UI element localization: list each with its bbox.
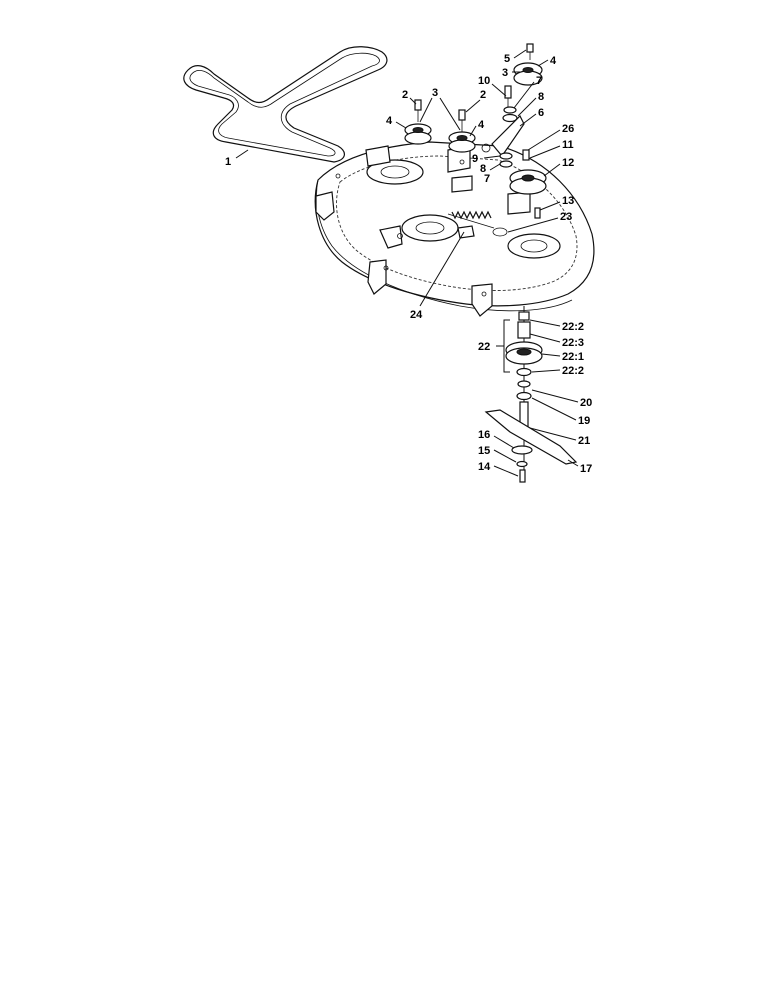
- callout-10: 10: [478, 75, 490, 87]
- callout-8: 8: [538, 91, 544, 103]
- callout-4: 4: [550, 55, 557, 67]
- callout-6: 6: [538, 107, 544, 119]
- callout-2: 2: [402, 89, 408, 101]
- callout-22-1: 22:1: [562, 351, 584, 363]
- callout-23: 23: [560, 211, 572, 223]
- callout-15: 15: [478, 445, 490, 457]
- callout-7: 7: [536, 75, 542, 87]
- drive-belt: [183, 46, 388, 163]
- callout-11: 11: [562, 139, 574, 151]
- callout-1: 1: [225, 156, 231, 168]
- left-idler-pulley: [404, 99, 432, 145]
- callout-22: 22: [478, 341, 490, 353]
- callout-22-2: 22:2: [562, 365, 584, 377]
- callout-3: 3: [432, 87, 438, 99]
- callout-16: 16: [478, 429, 490, 441]
- callout-3: 3: [502, 67, 508, 79]
- leader-lines: [235, 49, 579, 477]
- idler-arm-assembly: [481, 43, 547, 219]
- callout-22-3: 22:3: [562, 337, 584, 349]
- callout-22-2: 22:2: [562, 321, 584, 333]
- callout-7: 7: [484, 173, 490, 185]
- callout-4: 4: [386, 115, 393, 127]
- mower-deck: [314, 141, 595, 317]
- callout-14: 14: [478, 461, 491, 473]
- callout-12: 12: [562, 157, 574, 169]
- callout-9: 9: [472, 153, 478, 165]
- callout-2: 2: [480, 89, 486, 101]
- callout-26: 26: [562, 123, 574, 135]
- callout-8: 8: [480, 163, 486, 175]
- center-idler-pulley: [448, 109, 476, 153]
- callout-21: 21: [578, 435, 590, 447]
- callout-24: 24: [410, 309, 423, 321]
- callout-labels: 1 2 2 3 3 4 4 4 5 6 7 7 8 8 9 10 11 12 1…: [225, 53, 592, 475]
- callout-19: 19: [578, 415, 590, 427]
- callout-4: 4: [478, 119, 485, 131]
- callout-5: 5: [504, 53, 510, 65]
- callout-13: 13: [562, 195, 574, 207]
- callout-20: 20: [580, 397, 592, 409]
- spindle-assembly: [484, 306, 578, 483]
- callout-17: 17: [580, 463, 592, 475]
